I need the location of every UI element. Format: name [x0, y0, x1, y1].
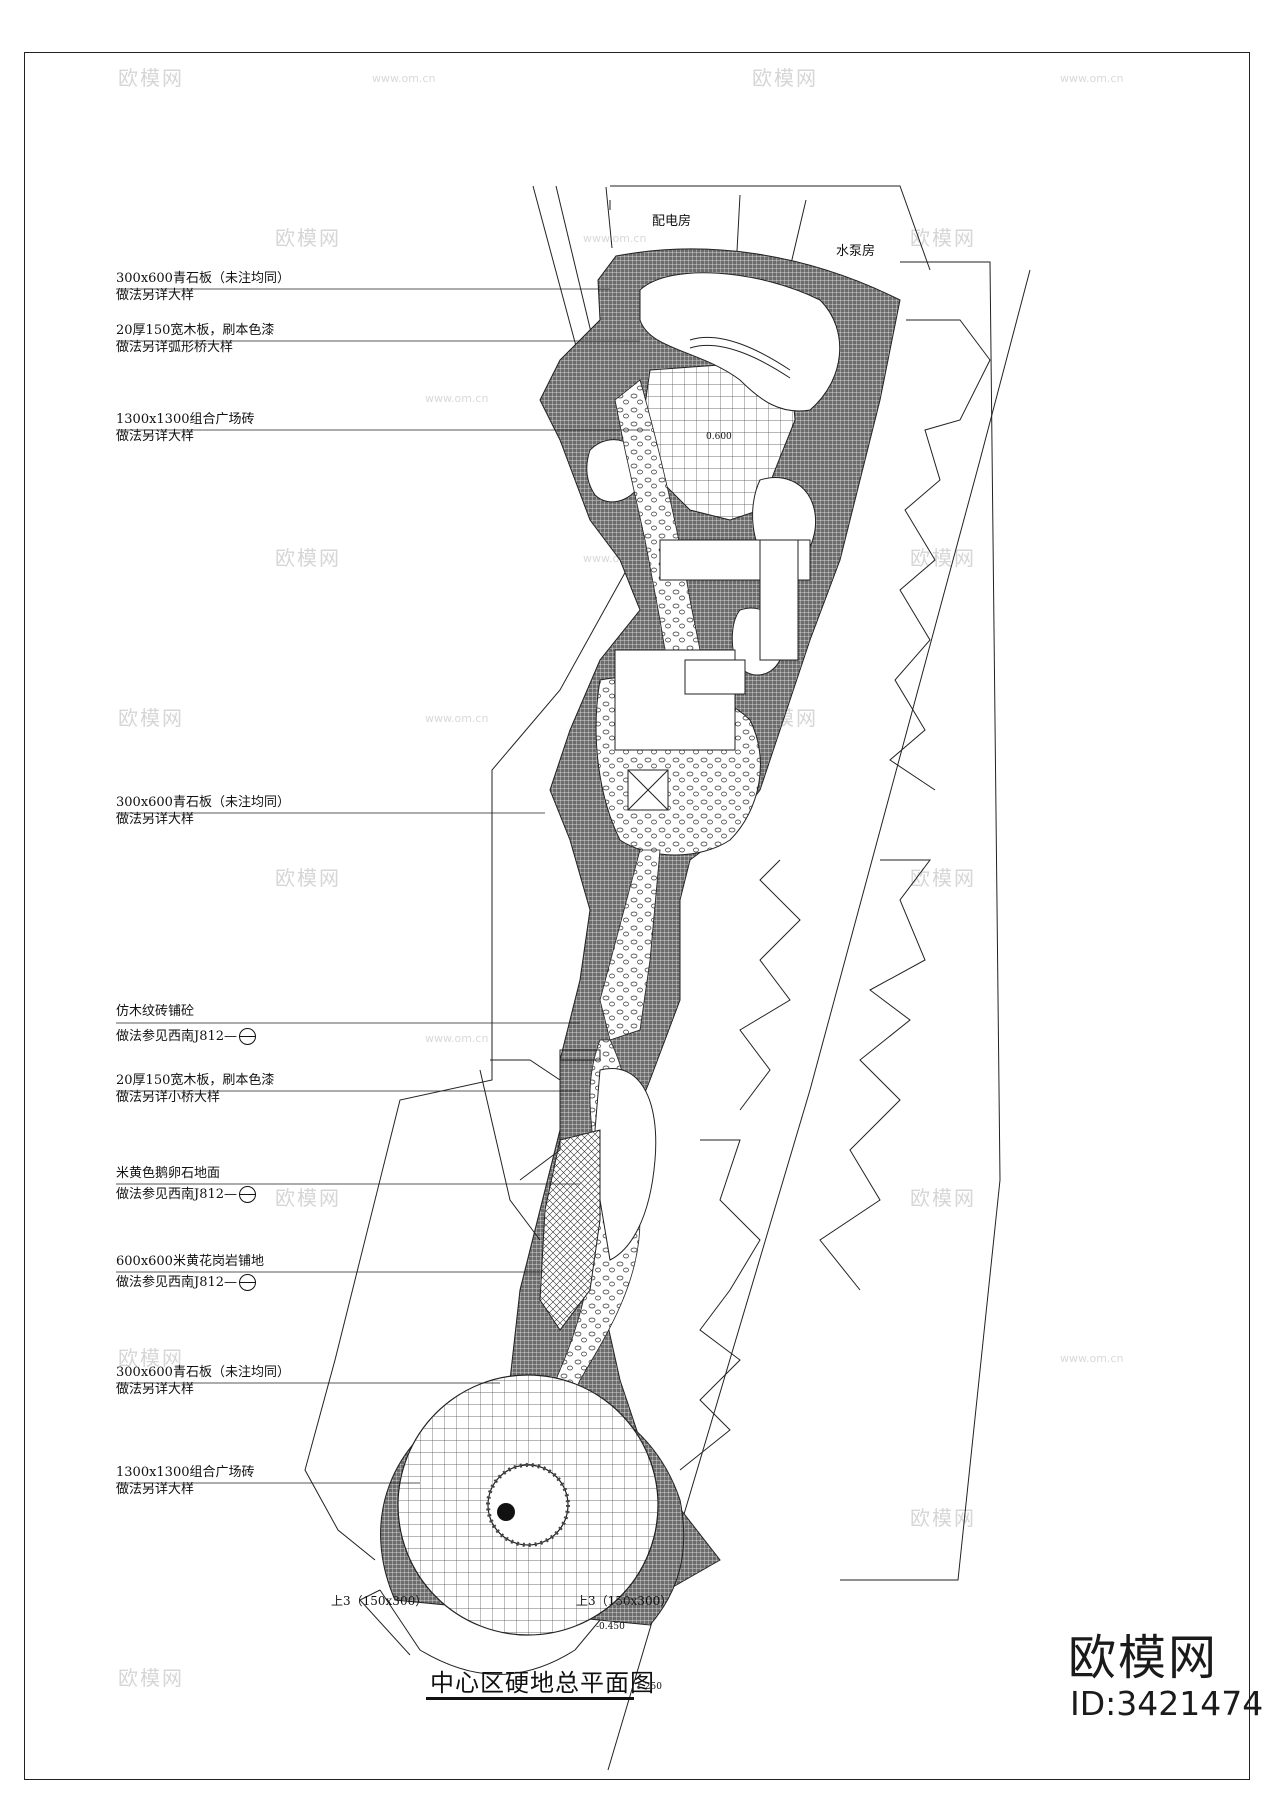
- note-plaza-tile-2: 1300x1300组合广场砖 做法另详大样: [116, 1464, 255, 1498]
- watermark-faint: 欧模网: [275, 546, 341, 570]
- watermark-faint: 欧模网: [910, 546, 976, 570]
- note-line: 20厚150宽木板，刷本色漆: [116, 323, 275, 338]
- watermark-faint: 欧模网: [118, 1666, 184, 1690]
- pump-room-label: 水泵房: [836, 244, 876, 259]
- elevation-mark: 0.600: [706, 432, 732, 442]
- note-line-text: 做法参见西南J812—: [116, 1187, 238, 1202]
- note-line: 做法另详大样: [116, 812, 195, 827]
- power-room-label: 配电房: [652, 214, 692, 229]
- watermark-faint: 欧模网: [910, 226, 976, 250]
- note-bluestone-2: 300x600青石板（未注均同） 做法另详大样: [116, 794, 290, 828]
- note-line: 仿木纹砖铺砼: [116, 1004, 195, 1019]
- watermark-faint: 欧模网: [910, 1186, 976, 1210]
- watermark-faint: 欧模网: [118, 706, 184, 730]
- drawing-title: 中心区硬地总平面图: [430, 1669, 655, 1697]
- note-line: 600x600米黄花岗岩铺地: [116, 1254, 264, 1269]
- watermark-faint: 欧模网: [910, 866, 976, 890]
- note-line: 做法参见西南J812—: [116, 1274, 264, 1291]
- note-line: 做法另详大样: [116, 429, 195, 444]
- note-line: 300x600青石板（未注均同）: [116, 795, 290, 810]
- watermark-url: www.om.cn: [1060, 72, 1124, 85]
- detail-symbol-icon: [239, 1028, 257, 1045]
- note-wood-arch-bridge: 20厚150宽木板，刷本色漆 做法另详弧形桥大样: [116, 322, 274, 356]
- steps-label-left: 上3（150x300）: [331, 1594, 428, 1608]
- elevation-mark: -0.450: [596, 1622, 625, 1632]
- note-plaza-tile-1: 1300x1300组合广场砖 做法另详大样: [116, 411, 255, 445]
- note-line: 300x600青石板（未注均同）: [116, 1365, 290, 1380]
- watermark-brand: 欧模网: [1068, 1630, 1219, 1686]
- watermark-url: www.om.cn: [372, 72, 436, 85]
- watermark-url: www.om.cn: [583, 232, 647, 245]
- watermark-url: www.om.cn: [425, 712, 489, 725]
- watermark-faint: 欧模网: [275, 866, 341, 890]
- watermark-faint: 欧模网: [118, 1346, 184, 1370]
- sheet-border: [24, 52, 1250, 1780]
- steps-label-right: 上3（150x300）: [576, 1594, 673, 1608]
- note-granite-paving: 600x600米黄花岗岩铺地 做法参见西南J812—: [116, 1253, 264, 1291]
- watermark-faint: 欧模网: [275, 226, 341, 250]
- detail-symbol-icon: [239, 1186, 257, 1203]
- note-line: 20厚150宽木板，刷本色漆: [116, 1073, 275, 1088]
- note-line-text: 做法参见西南J812—: [116, 1275, 238, 1290]
- note-line: 做法参见西南J812—: [116, 1028, 257, 1045]
- drawing-scale: 1:250: [636, 1682, 662, 1692]
- watermark-url: www.om.cn: [425, 392, 489, 405]
- watermark-faint: 欧模网: [752, 66, 818, 90]
- note-line: 做法另详大样: [116, 1482, 195, 1497]
- note-line: 做法另详弧形桥大样: [116, 340, 234, 355]
- title-underline: [426, 1697, 634, 1700]
- note-wood-grain-tile: 仿木纹砖铺砼 做法参见西南J812—: [116, 1003, 257, 1045]
- watermark-faint: 欧模网: [118, 66, 184, 90]
- note-line: 做法另详大样: [116, 1382, 195, 1397]
- note-line: 300x600青石板（未注均同）: [116, 271, 290, 286]
- note-bluestone-1: 300x600青石板（未注均同） 做法另详大样: [116, 270, 290, 304]
- note-line-text: 做法参见西南J812—: [116, 1029, 238, 1044]
- note-wood-small-bridge: 20厚150宽木板，刷本色漆 做法另详小桥大样: [116, 1072, 274, 1106]
- note-line: 做法另详大样: [116, 288, 195, 303]
- note-line: 1300x1300组合广场砖: [116, 412, 255, 427]
- note-line: 做法参见西南J812—: [116, 1186, 257, 1203]
- watermark-url: www.om.cn: [1060, 1352, 1124, 1365]
- note-bluestone-3: 300x600青石板（未注均同） 做法另详大样: [116, 1364, 290, 1398]
- watermark-faint: 欧模网: [275, 1186, 341, 1210]
- watermark-id: ID:3421474: [1070, 1684, 1264, 1723]
- note-line: 1300x1300组合广场砖: [116, 1465, 255, 1480]
- note-line: 做法另详小桥大样: [116, 1090, 221, 1105]
- note-pebble-ground: 米黄色鹅卵石地面 做法参见西南J812—: [116, 1165, 257, 1203]
- detail-symbol-icon: [239, 1274, 257, 1291]
- watermark-url: www.om.cn: [425, 1032, 489, 1045]
- note-line: 米黄色鹅卵石地面: [116, 1166, 221, 1181]
